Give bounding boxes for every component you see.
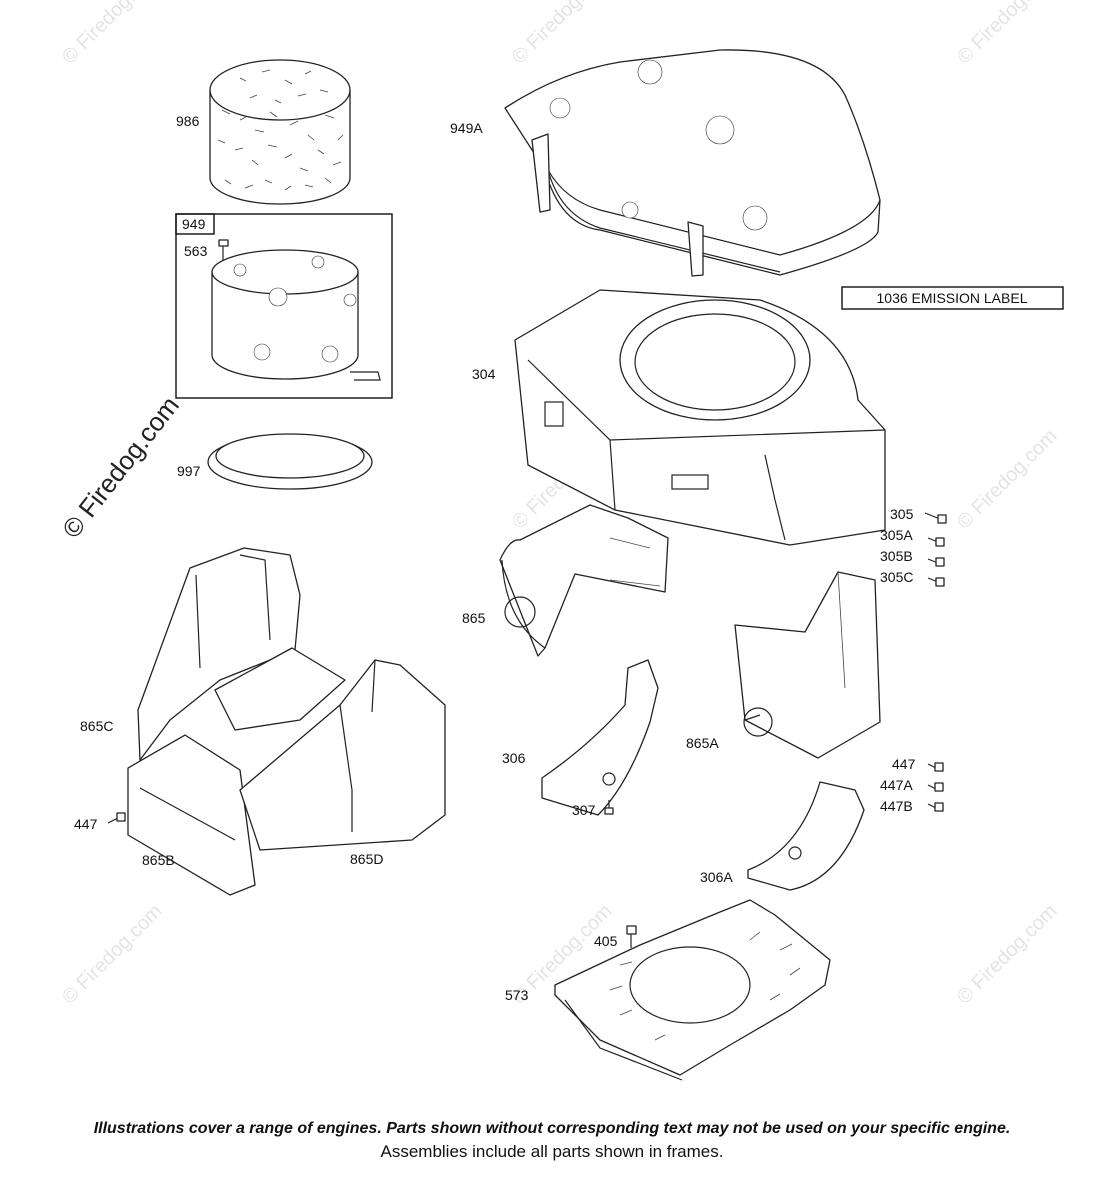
- callout-949A: 949A: [450, 120, 483, 136]
- watermark-main: © Firedog.com: [56, 391, 185, 544]
- screw-447-left-icon: [107, 812, 126, 824]
- callout-865: 865: [462, 610, 486, 626]
- callout-573: 573: [505, 987, 529, 1003]
- shroud-865: [499, 504, 669, 657]
- callout-865B: 865B: [142, 852, 175, 868]
- watermark-text: © Firedog.com: [953, 900, 1062, 1009]
- watermark-text: © Firedog.com: [58, 900, 167, 1009]
- screws-305: [924, 512, 947, 587]
- screw-305A-icon: [927, 537, 945, 547]
- base-plate-573: [554, 899, 831, 1081]
- screw-563-icon: [218, 239, 229, 260]
- frame-tag-box: [175, 213, 215, 235]
- cover-949A: [504, 49, 881, 277]
- footer-disclaimer: Illustrations cover a range of engines. …: [94, 1120, 1011, 1137]
- screws-447: [927, 762, 944, 812]
- watermark-text: © Firedog.com: [953, 425, 1062, 534]
- callout-305: 305: [890, 506, 914, 522]
- screw-405-icon: [626, 925, 637, 948]
- callout-865C: 865C: [80, 718, 113, 734]
- watermark-text: © Firedog.com: [58, 0, 167, 69]
- shroud-865C: [137, 547, 346, 761]
- watermark-text: © Firedog.com: [953, 0, 1062, 69]
- screw-305B-icon: [927, 557, 945, 567]
- blower-housing-304: [514, 289, 886, 546]
- callout-305B: 305B: [880, 548, 913, 564]
- screw-447B-icon: [927, 802, 944, 812]
- callout-865D: 865D: [350, 851, 383, 867]
- shroud-865A: [734, 571, 881, 759]
- screw-447A-icon: [927, 782, 944, 792]
- screw-307-icon: [604, 800, 614, 815]
- callout-865A: 865A: [686, 735, 719, 751]
- seal-ring-997: [207, 433, 373, 490]
- callout-304: 304: [472, 366, 496, 382]
- foam-precleaner-986: [209, 59, 351, 205]
- callout-447-left: 447: [74, 816, 98, 832]
- callout-305C: 305C: [880, 569, 913, 585]
- callout-563: 563: [184, 243, 208, 259]
- callout-306A: 306A: [700, 869, 733, 885]
- callout-447B: 447B: [880, 798, 913, 814]
- screw-305-icon: [924, 512, 947, 524]
- air-cleaner-cover-949: [211, 249, 381, 381]
- shroud-865B: [127, 734, 256, 896]
- screw-447-icon: [927, 762, 944, 772]
- emission-label-box: [841, 286, 1064, 310]
- callout-986: 986: [176, 113, 200, 129]
- screw-305C-icon: [927, 577, 945, 587]
- callout-306: 306: [502, 750, 526, 766]
- baffle-306: [541, 659, 659, 816]
- watermark-text: © Firedog.com: [508, 0, 617, 69]
- emission-label: 1036 EMISSION LABEL: [877, 290, 1028, 306]
- callout-405: 405: [594, 933, 618, 949]
- callout-997: 997: [177, 463, 201, 479]
- callout-447A: 447A: [880, 777, 913, 793]
- callout-307: 307: [572, 802, 596, 818]
- assembly-frame-949: [175, 213, 393, 399]
- callout-949: 949: [182, 216, 206, 232]
- callout-305A: 305A: [880, 527, 913, 543]
- footer-assemblies: Assemblies include all parts shown in fr…: [381, 1142, 724, 1161]
- callout-447: 447: [892, 756, 916, 772]
- baffle-306A: [747, 781, 865, 891]
- shroud-865D: [239, 659, 446, 851]
